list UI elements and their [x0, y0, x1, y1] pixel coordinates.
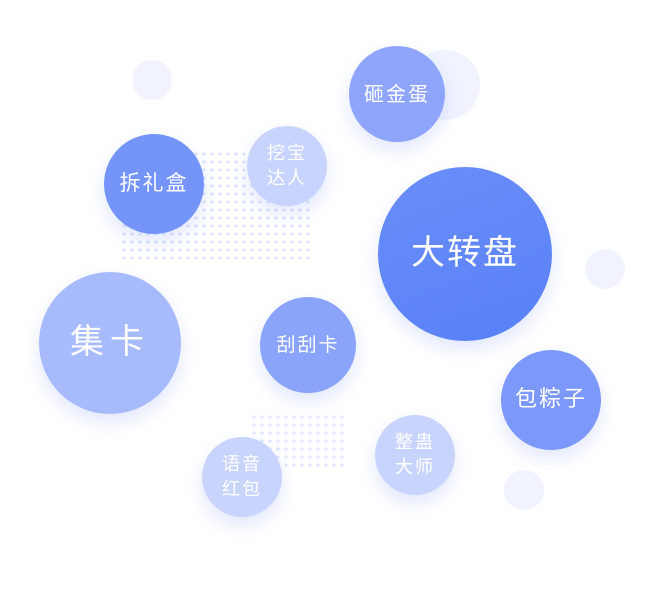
bubble-label: 拆礼盒: [119, 171, 189, 196]
bubble-scratch-card[interactable]: 刮刮卡: [260, 297, 356, 393]
bubble-label: 大转盘: [411, 233, 519, 274]
decor-circle: [585, 249, 625, 289]
bubble-zongzi[interactable]: 包粽子: [501, 350, 601, 450]
bubble-smash-egg[interactable]: 砸金蛋: [349, 46, 445, 142]
bubble-prank-master[interactable]: 整蛊大师: [375, 415, 455, 495]
bubble-collect-cards[interactable]: 集卡: [39, 272, 181, 414]
bubble-open-gift-box[interactable]: 拆礼盒: [104, 134, 204, 234]
bubble-label: 挖宝: [267, 142, 307, 164]
bubble-label: 包粽子: [514, 386, 587, 412]
bubble-label: 砸金蛋: [364, 82, 430, 106]
bubble-treasure-hunter[interactable]: 挖宝达人: [247, 126, 327, 206]
bubble-big-wheel[interactable]: 大转盘: [378, 167, 552, 341]
bubble-label: 整蛊: [395, 431, 435, 453]
bubble-label: 集卡: [70, 322, 150, 363]
decor-circle: [132, 60, 172, 100]
bubble-label: 红包: [222, 479, 262, 500]
bubble-label: 语音: [222, 453, 262, 475]
bubble-label: 大师: [395, 457, 435, 478]
bubble-voice-red-packet[interactable]: 语音红包: [202, 437, 282, 517]
bubble-label: 刮刮卡: [276, 333, 340, 356]
decor-circle: [504, 470, 544, 510]
bubble-label: 达人: [267, 168, 307, 189]
